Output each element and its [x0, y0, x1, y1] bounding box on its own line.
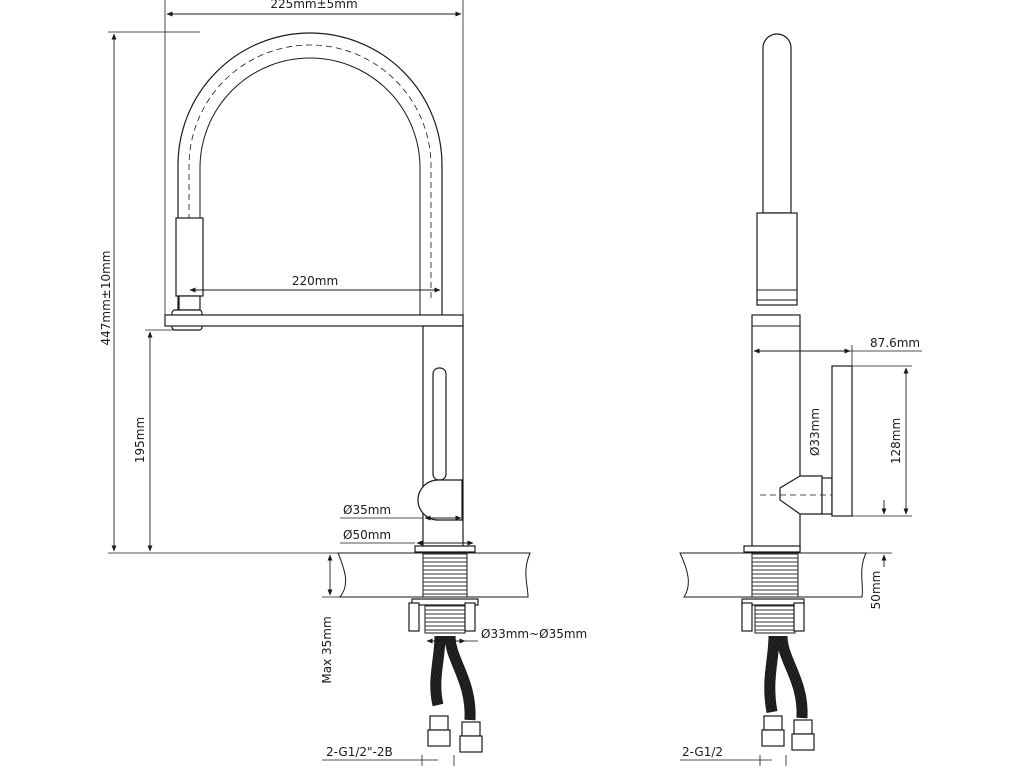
side-hose-fitting-left	[763, 715, 783, 731]
front-countertop	[337, 552, 531, 598]
side-lever-collar	[821, 477, 833, 515]
side-lever-height-label: 128mm	[889, 418, 903, 464]
front-handle-knob	[417, 479, 463, 521]
front-hose-fitting-left	[429, 715, 449, 731]
side-connection-label: 2-G1/2	[682, 745, 723, 759]
side-body-diameter-label: Ø33mm	[808, 408, 822, 456]
front-threaded-shank	[422, 552, 468, 598]
side-hose-nut-left	[761, 729, 785, 747]
front-nut-left	[408, 602, 420, 632]
front-base-ring	[414, 545, 476, 553]
front-spout-centerline	[188, 44, 432, 300]
front-base-diameter-label: Ø50mm	[343, 528, 391, 542]
front-hose-nut-left	[427, 729, 451, 747]
front-height-label: 447mm±10mm	[99, 251, 113, 346]
front-hose-nut-right	[459, 735, 483, 753]
side-base-height-label: 50mm	[869, 571, 883, 610]
front-max-thickness-label: Max 35mm	[320, 616, 334, 683]
front-lower-thread	[424, 604, 466, 634]
front-spout-arc-inner	[199, 57, 421, 315]
side-lever-plate	[831, 365, 853, 517]
side-hose-nut-right	[791, 733, 815, 751]
front-view: 225mm±5mm 447mm±10mm 220mm 195mm Ø35mm Ø…	[99, 0, 587, 766]
side-lever-length-label: 87.6mm	[870, 336, 920, 350]
side-threaded-shank	[751, 552, 799, 598]
front-mounting-hole-label: Ø33mm~Ø35mm	[481, 627, 587, 641]
front-connection-label: 2-G1/2"-2B	[326, 745, 393, 759]
front-width-label: 225mm±5mm	[270, 0, 357, 11]
side-body	[751, 314, 801, 551]
side-spray-head	[756, 212, 798, 306]
front-spout-arc	[177, 32, 443, 315]
front-body-diameter-label: Ø35mm	[343, 503, 391, 517]
side-base-ring	[743, 545, 801, 553]
side-spout	[762, 33, 792, 214]
side-view: 87.6mm Ø33mm 128mm 50mm 2-G1/2	[679, 33, 922, 766]
front-spray-head	[175, 217, 204, 297]
side-lower-thread	[754, 604, 796, 634]
side-hose-fitting-right	[793, 719, 813, 735]
front-spout-height-label: 195mm	[133, 417, 147, 463]
front-handle	[432, 367, 447, 481]
side-nut-right	[793, 602, 805, 632]
front-nut-right	[464, 602, 476, 632]
side-countertop	[679, 552, 867, 598]
front-hose-fitting-right	[461, 721, 481, 737]
front-reach-label: 220mm	[292, 274, 338, 288]
front-spout-base-bar	[164, 314, 464, 327]
front-spray-collar	[178, 295, 201, 311]
side-nut-left	[741, 602, 753, 632]
